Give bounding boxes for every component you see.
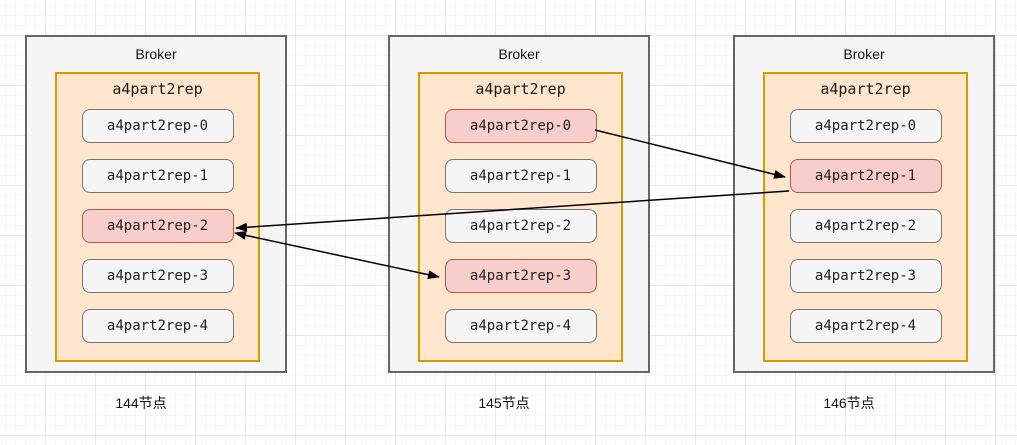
partition-144-4: a4part2rep-4 — [81, 309, 234, 343]
partition-list: a4part2rep-0 a4part2rep-1 a4part2rep-2 a… — [420, 109, 621, 343]
partition-146-0: a4part2rep-0 — [789, 109, 942, 143]
topic-title: a4part2rep — [112, 80, 203, 98]
broker-title: Broker — [498, 46, 540, 62]
partition-146-4: a4part2rep-4 — [789, 309, 942, 343]
topic-box: a4part2rep a4part2rep-0 a4part2rep-1 a4p… — [55, 72, 260, 362]
partition-146-3: a4part2rep-3 — [789, 259, 942, 293]
broker-title: Broker — [843, 46, 885, 62]
topic-title: a4part2rep — [820, 80, 911, 98]
partition-144-1: a4part2rep-1 — [81, 159, 234, 193]
node-label-145: 145节点 — [478, 395, 530, 411]
partition-145-4: a4part2rep-4 — [444, 309, 597, 343]
partition-list: a4part2rep-0 a4part2rep-1 a4part2rep-2 a… — [57, 109, 258, 343]
topic-box: a4part2rep a4part2rep-0 a4part2rep-1 a4p… — [763, 72, 968, 362]
node-label-146: 146节点 — [823, 395, 875, 411]
broker-node-145: Broker a4part2rep a4part2rep-0 a4part2re… — [388, 35, 650, 373]
partition-146-1: a4part2rep-1 — [789, 159, 942, 193]
partition-145-1: a4part2rep-1 — [444, 159, 597, 193]
broker-title: Broker — [135, 46, 177, 62]
partition-144-3: a4part2rep-3 — [81, 259, 234, 293]
partition-146-2: a4part2rep-2 — [789, 209, 942, 243]
partition-144-2: a4part2rep-2 — [81, 209, 234, 243]
broker-node-146: Broker a4part2rep a4part2rep-0 a4part2re… — [733, 35, 995, 373]
node-label-144: 144节点 — [115, 395, 167, 411]
broker-group-145: Broker a4part2rep a4part2rep-0 a4part2re… — [388, 0, 650, 445]
partition-144-0: a4part2rep-0 — [81, 109, 234, 143]
partition-list: a4part2rep-0 a4part2rep-1 a4part2rep-2 a… — [765, 109, 966, 343]
partition-145-3: a4part2rep-3 — [444, 259, 597, 293]
topic-box: a4part2rep a4part2rep-0 a4part2rep-1 a4p… — [418, 72, 623, 362]
topic-title: a4part2rep — [475, 80, 566, 98]
partition-145-0: a4part2rep-0 — [444, 109, 597, 143]
partition-145-2: a4part2rep-2 — [444, 209, 597, 243]
broker-node-144: Broker a4part2rep a4part2rep-0 a4part2re… — [25, 35, 287, 373]
broker-group-146: Broker a4part2rep a4part2rep-0 a4part2re… — [733, 0, 995, 445]
broker-group-144: Broker a4part2rep a4part2rep-0 a4part2re… — [25, 0, 287, 445]
